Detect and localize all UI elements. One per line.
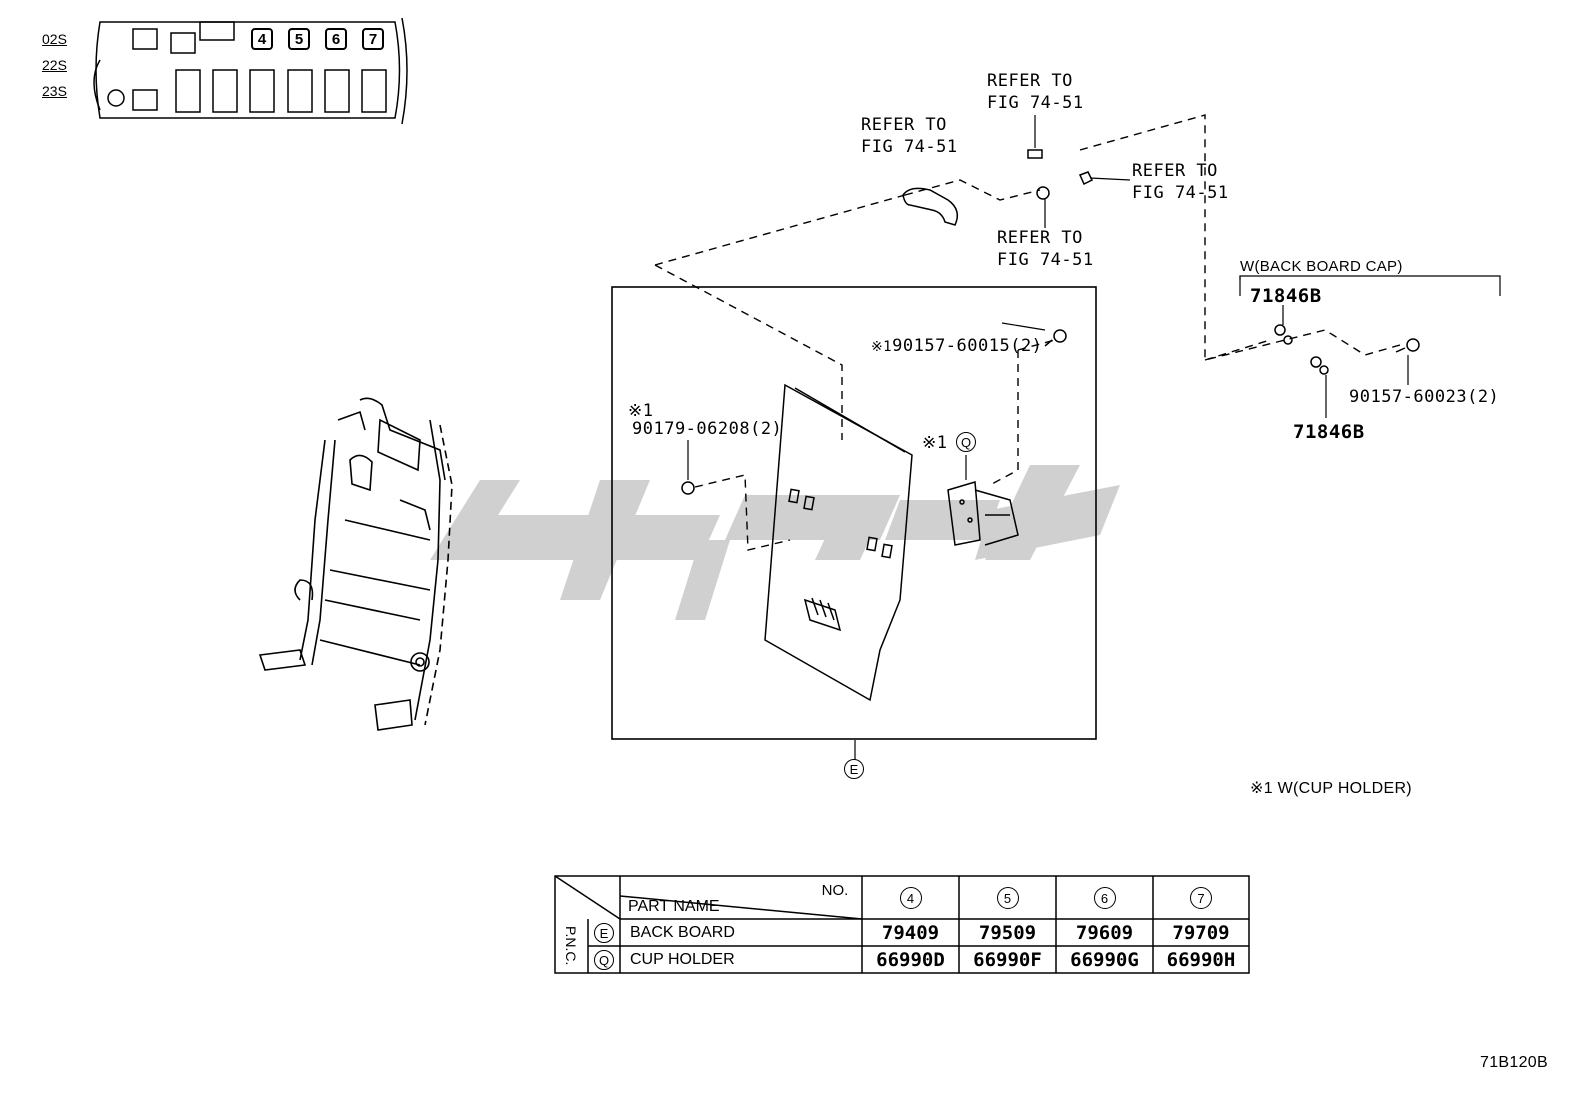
seat-code-1: 02S — [42, 31, 67, 47]
cap-part-number-top: 71846B — [1250, 285, 1322, 307]
table-cell: 66990G — [1070, 949, 1139, 971]
seat-frame-illustration — [258, 397, 453, 731]
solid-leaders — [687, 115, 1501, 760]
table-cell: 79609 — [1075, 922, 1134, 944]
table-header-part-name: PART NAME — [628, 898, 720, 915]
cup-holder-illustration — [947, 481, 1019, 546]
refer-label-handle: REFER TO FIG 74-51 — [861, 115, 958, 157]
table-column-header: 5 — [959, 880, 1056, 916]
fasteners-illustration — [681, 149, 1420, 495]
cup-holder-callout: Q — [956, 432, 976, 452]
bolt-top-label: ※190157-60015(2) — [828, 313, 1042, 380]
figure-code: 71B120B — [1480, 1054, 1548, 1071]
table-row-key: Q — [588, 948, 620, 972]
seat-layout-schematic — [93, 17, 408, 125]
column-number: 7 — [1190, 887, 1212, 909]
table-row-name: BACK BOARD — [630, 924, 735, 941]
watermark — [430, 465, 1120, 620]
table-pnc-label: P.N.C. — [563, 926, 579, 966]
bolt-top-part-number: 90157-60015(2) — [892, 336, 1043, 356]
refer-label-right: REFER TO FIG 74-51 — [1132, 161, 1229, 203]
back-board-callout: E — [844, 759, 864, 779]
table-header-no: NO. — [821, 881, 849, 899]
column-number: 5 — [996, 887, 1019, 909]
back-board-frame — [611, 286, 1097, 740]
parts-table-grid — [554, 875, 1250, 974]
refer-label-bolt: REFER TO FIG 74-51 — [997, 228, 1094, 270]
leader-lines — [654, 114, 1401, 551]
table-cell: 66990H — [1166, 949, 1236, 971]
column-number: 6 — [1093, 887, 1116, 909]
refer-label-top: REFER TO FIG 74-51 — [987, 71, 1084, 113]
table-cell: 79409 — [881, 922, 940, 944]
table-cell: 79709 — [1172, 922, 1230, 944]
nut-left-part-number: 90179-06208(2) — [632, 419, 783, 439]
cup-holder-mark-callout: ※1 — [922, 433, 948, 453]
seat-number-badge: 4 — [251, 28, 273, 50]
seat-code-2: 22S — [42, 57, 67, 73]
cup-holder-mark: ※1 — [870, 339, 893, 355]
row-key-circle: E — [594, 923, 614, 943]
table-cell: 66990F — [973, 949, 1042, 971]
seat-number-badge: 5 — [288, 28, 310, 50]
table-cell: 66990D — [876, 949, 945, 971]
table-cell: 79509 — [978, 922, 1037, 944]
table-column-header: 7 — [1153, 880, 1249, 916]
table-row-key: E — [588, 921, 620, 945]
footnote: ※1 W(CUP HOLDER) — [1250, 780, 1412, 797]
nut-left-mark: ※1 — [628, 401, 654, 421]
table-column-header: 6 — [1056, 880, 1153, 916]
cap-bolt-part-number: 90157-60023(2) — [1349, 387, 1500, 407]
back-board-cap-group-label: W(BACK BOARD CAP) — [1240, 258, 1403, 275]
column-number: 4 — [899, 887, 922, 909]
seat-number-badge: 6 — [325, 28, 347, 50]
table-column-header: 4 — [862, 880, 959, 916]
cap-part-number-bottom: 71846B — [1293, 421, 1365, 443]
row-key-circle: Q — [594, 950, 614, 970]
seat-number-badge: 7 — [362, 28, 384, 50]
table-row-name: CUP HOLDER — [630, 951, 735, 968]
seat-code-3: 23S — [42, 83, 67, 99]
back-board-panel — [764, 383, 913, 702]
